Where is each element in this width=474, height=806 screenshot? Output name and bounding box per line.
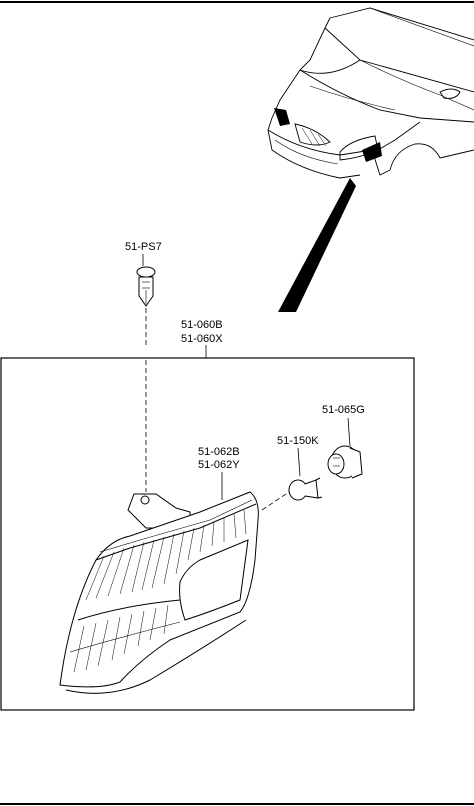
corner-lamp-lens [59,491,259,694]
bulb-leader-line [297,447,301,477]
lens-ribbing [73,509,247,673]
lamp-assembly-label-a: 51-060B [181,319,223,331]
clip-label: 51-PS7 [125,241,162,253]
car-corner-lamp-left-marker [274,108,290,126]
socket-leader-line [347,417,351,447]
lens-label-a: 51-062B [198,446,240,458]
lens-label-b: 51-062Y [198,459,240,471]
pointer-arrow [278,178,356,312]
socket-label: 51-065G [322,404,365,416]
car-illustration [267,7,474,179]
car-corner-lamp-right-marker [362,142,382,162]
lamp-assembly-label-b: 51-060X [181,333,223,345]
push-clip-icon [136,266,156,307]
socket-icon [327,445,363,479]
bulb-label: 51-150K [277,435,319,447]
bulb-dashed-line [261,491,290,511]
bulb-icon [288,477,323,501]
assembly-frame [0,357,415,711]
